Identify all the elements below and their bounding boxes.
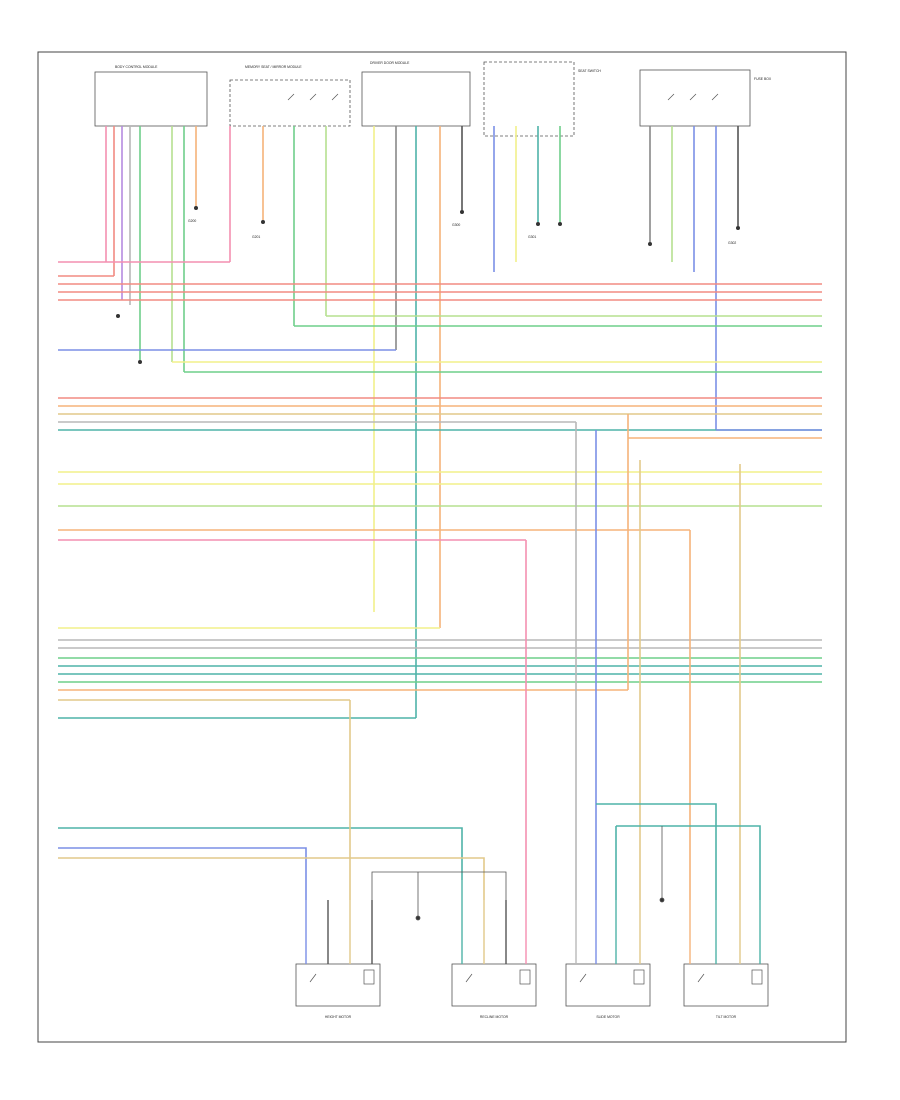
horizontal-bus <box>58 261 822 900</box>
ground-label-group: G200 G201 G300 G301 G302 <box>188 219 736 245</box>
motor-tilt <box>683 963 769 1007</box>
vertical-leads <box>105 126 739 718</box>
module-label-2: MEMORY SEAT / MIRROR MODULE <box>245 65 302 69</box>
motor-symbols <box>309 969 763 985</box>
splice-dots <box>116 206 740 364</box>
module-body-control <box>94 71 208 127</box>
module-driver-door <box>361 71 471 127</box>
motor-label-3: SLIDE MOTOR <box>596 1015 620 1019</box>
module-memory-seat <box>229 79 351 127</box>
lower-ground-branches <box>371 826 665 921</box>
module-label-1: BODY CONTROL MODULE <box>115 65 158 69</box>
motor-leads <box>305 880 761 964</box>
diagram-frame <box>37 51 847 1043</box>
ground-label-3: G300 <box>452 223 460 227</box>
motor-label-4: TILT MOTOR <box>716 1015 737 1019</box>
ground-label-5: G302 <box>728 241 736 245</box>
top-modules <box>94 61 751 137</box>
motor-height <box>295 963 381 1007</box>
ground-label-4: G301 <box>528 235 536 239</box>
module-seat-switch <box>483 61 575 137</box>
motor-label-2: RECLINE MOTOR <box>480 1015 509 1019</box>
module-label-group: BODY CONTROL MODULE MEMORY SEAT / MIRROR… <box>115 61 772 81</box>
motor-recline <box>451 963 537 1007</box>
motor-label-group: HEIGHT MOTOR RECLINE MOTOR SLIDE MOTOR T… <box>325 1015 737 1019</box>
vertical-drops <box>349 414 761 900</box>
ground-label-2: G201 <box>252 235 260 239</box>
motor-slide <box>565 963 651 1007</box>
ground-label-1: G200 <box>188 219 196 223</box>
module-label-5: FUSE BOX <box>754 77 772 81</box>
module-fuse-box <box>639 69 751 127</box>
module-label-4: SEAT SWITCH <box>578 69 601 73</box>
switch-symbols <box>287 93 719 101</box>
motor-label-1: HEIGHT MOTOR <box>325 1015 352 1019</box>
motor-boxes <box>295 963 769 1007</box>
module-label-3: DRIVER DOOR MODULE <box>370 61 410 65</box>
